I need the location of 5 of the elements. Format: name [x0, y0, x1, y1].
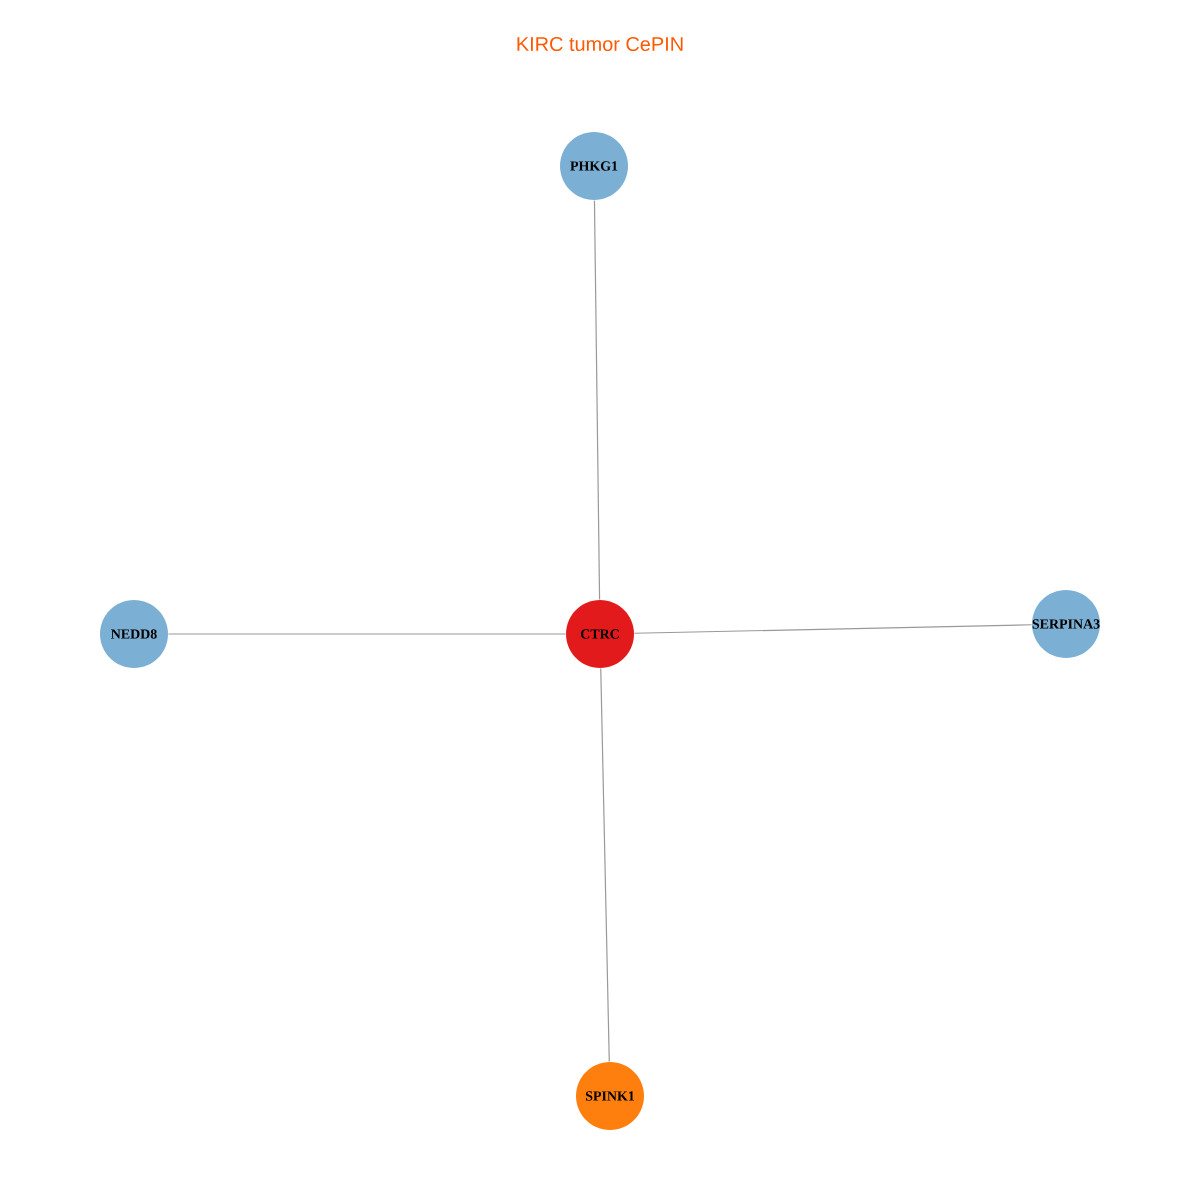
title: KIRC tumor CePIN [517, 36, 683, 52]
edge-line [167, 633, 567, 635]
edge-line [600, 667, 610, 1063]
edge-line [633, 624, 1033, 634]
edge-line [593, 199, 601, 601]
